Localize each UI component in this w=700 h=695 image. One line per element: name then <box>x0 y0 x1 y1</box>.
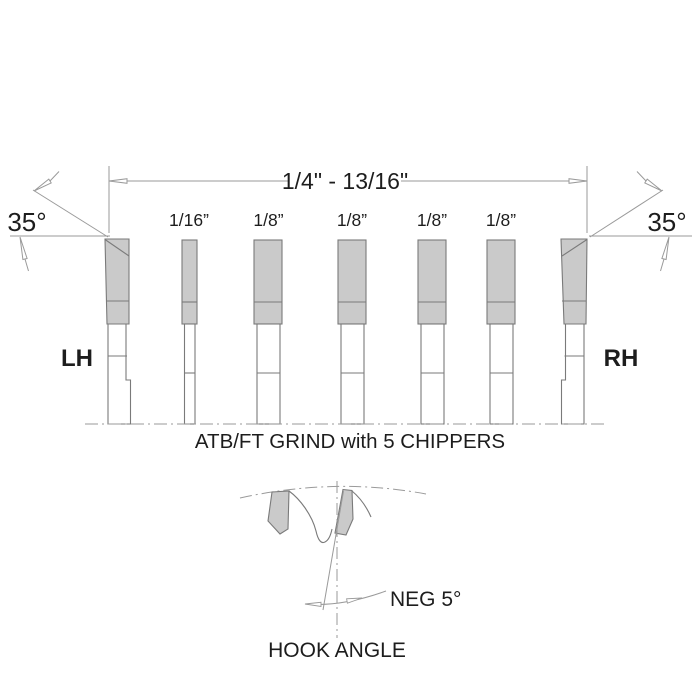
right-bevel-angle-annotation <box>589 171 692 272</box>
hook-left-tooth <box>267 490 290 535</box>
hook-shoulder-curve <box>351 490 372 518</box>
left-bevel-angle-annotation <box>10 171 110 272</box>
chipper-4-shank <box>420 323 445 425</box>
lh-tooth-bevel-line <box>104 239 130 257</box>
tooth-lh <box>104 238 132 425</box>
chipper-2-width-label: 1/8” <box>253 210 283 230</box>
chipper-5-width-label: 1/8” <box>486 210 516 230</box>
chipper-2-tip <box>253 239 283 325</box>
right-angle-lower-arrow-tail <box>660 258 665 272</box>
chipper-4 <box>417 239 447 425</box>
hook-angle-diagram <box>239 481 427 638</box>
right-bevel-angle-label: 35° <box>647 207 686 237</box>
chipper-1-width-label: 1/16” <box>169 210 209 230</box>
left-bevel-angle-label: 35° <box>7 207 46 237</box>
rh-tooth-tip <box>560 238 588 325</box>
right-angle-upper-arrowhead <box>644 178 663 192</box>
overall-width-label: 1/4" - 13/16" <box>282 168 408 194</box>
hook-face-extension-line <box>322 490 344 611</box>
chipper-3-shank <box>340 323 365 425</box>
hook-arc-arrowhead-left <box>304 601 322 608</box>
chipper-5-shank <box>489 323 514 425</box>
chipper-1 <box>181 239 198 425</box>
chipper-3 <box>337 239 367 425</box>
lh-label: LH <box>61 345 93 372</box>
hook-angle-caption: HOOK ANGLE <box>268 639 406 662</box>
chipper-3-width-label: 1/8” <box>337 210 367 230</box>
hook-gullet-curve <box>288 490 333 544</box>
rh-label: RH <box>604 345 639 372</box>
chipper-2 <box>253 239 283 425</box>
hook-arc-arrowhead-right <box>346 597 363 604</box>
chipper-1-tip <box>181 239 198 325</box>
overall-width-dimension <box>108 166 588 233</box>
chipper-3-tip <box>337 239 367 325</box>
hook-rim-centerline <box>239 485 427 499</box>
grind-caption-text: ATB/FT GRIND with 5 CHIPPERS <box>195 430 505 453</box>
chipper-4-width-label: 1/8” <box>417 210 447 230</box>
chipper-2-shank <box>256 323 281 425</box>
chipper-1-shank <box>183 323 196 425</box>
lh-tooth-tip <box>104 238 130 325</box>
right-angle-slanted-line <box>589 189 664 238</box>
right-angle-upper-arrow-tail <box>636 171 647 182</box>
right-angle-lower-arrowhead <box>661 236 670 261</box>
tooth-rh <box>560 238 588 425</box>
left-angle-slanted-line <box>32 189 109 238</box>
left-angle-upper-arrow-tail <box>49 171 60 182</box>
hook-angle-value-label: NEG 5° <box>390 588 461 611</box>
hook-right-tooth <box>334 488 354 536</box>
left-angle-upper-arrowhead <box>33 178 52 192</box>
lh-tooth-shank <box>107 323 132 425</box>
dimension-arrowhead-left <box>108 178 128 184</box>
left-angle-lower-arrowhead <box>19 236 28 261</box>
rh-tooth-shank <box>560 323 585 425</box>
left-angle-lower-arrow-tail <box>24 258 29 272</box>
chipper-4-tip <box>417 239 447 325</box>
chipper-5 <box>486 239 516 425</box>
rh-tooth-bevel-line <box>561 239 588 257</box>
chipper-5-tip <box>486 239 516 325</box>
dimension-arrowhead-right <box>568 178 588 184</box>
